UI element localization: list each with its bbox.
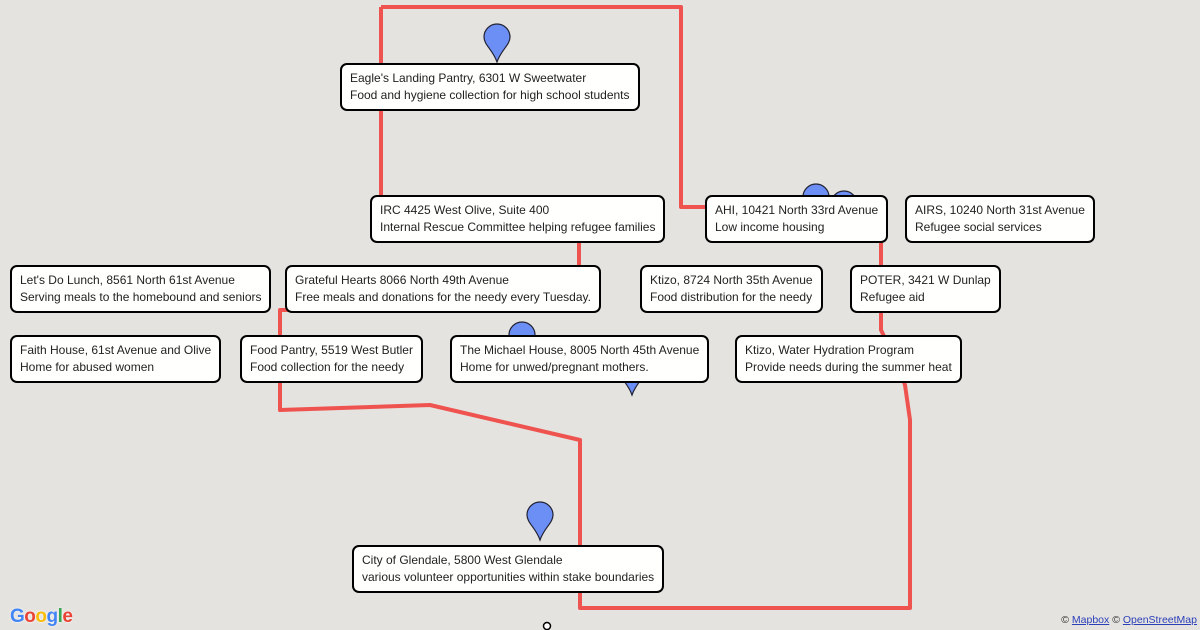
label-desc: Refugee social services: [915, 220, 1042, 234]
label-desc: Low income housing: [715, 220, 825, 234]
label-title: City of Glendale, 5800 West Glendale: [362, 553, 563, 567]
label-title: AHI, 10421 North 33rd Avenue: [715, 203, 879, 217]
attribution: © Mapbox © OpenStreetMap: [1061, 614, 1197, 626]
pin-icon[interactable]: [526, 501, 554, 542]
label-desc: Provide needs during the summer heat: [745, 360, 952, 374]
label-title: Food Pantry, 5519 West Butler: [250, 343, 413, 357]
pin-icon[interactable]: [483, 23, 511, 64]
label-title: AIRS, 10240 North 31st Avenue: [915, 203, 1085, 217]
label-title: Eagle's Landing Pantry, 6301 W Sweetwate…: [350, 71, 587, 85]
map-label[interactable]: Eagle's Landing Pantry, 6301 W Sweetwate…: [340, 63, 640, 111]
map-label[interactable]: City of Glendale, 5800 West Glendale vari…: [352, 545, 665, 593]
label-title: Grateful Hearts 8066 North 49th Avenue: [295, 273, 509, 287]
google-logo: Google: [10, 606, 73, 627]
label-desc: Free meals and donations for the needy e…: [295, 290, 591, 304]
label-title: IRC 4425 West Olive, Suite 400: [380, 203, 550, 217]
openstreetmap-link[interactable]: OpenStreetMap: [1122, 614, 1197, 626]
label-title: POTER, 3421 W Dunlap: [860, 273, 991, 287]
label-desc: Internal Rescue Committee helping refuge…: [380, 220, 656, 234]
copyright-symbol: ©: [1061, 614, 1069, 626]
label-desc: Food collection for the needy: [250, 360, 405, 374]
copyright-symbol: ©: [1112, 614, 1120, 626]
label-desc: Food distribution for the needy: [650, 290, 813, 304]
map-pins: [483, 23, 858, 630]
label-title: Let's Do Lunch, 8561 North 61st Avenue: [20, 273, 235, 287]
label-title: Ktizo, 8724 North 35th Avenue: [650, 273, 813, 287]
label-title: The Michael House, 8005 North 45th Avenu…: [460, 343, 700, 357]
label-title: Faith House, 61st Avenue and Olive: [20, 343, 212, 357]
mapbox-link[interactable]: Mapbox: [1071, 614, 1110, 626]
location-marker-icon: [542, 621, 552, 630]
label-title: Ktizo, Water Hydration Program: [745, 343, 914, 357]
label-desc: Home for abused women: [20, 360, 155, 374]
label-desc: Refugee aid: [860, 290, 925, 304]
label-desc: various volunteer opportunities within s…: [362, 570, 655, 584]
label-desc: Food and hygiene collection for high sch…: [350, 88, 630, 102]
map-label[interactable]: The Michael House, 8005 North 45th Avenu…: [450, 335, 710, 383]
label-desc: Serving meals to the homebound and senio…: [20, 290, 262, 304]
label-desc: Home for unwed/pregnant mothers.: [460, 360, 649, 374]
